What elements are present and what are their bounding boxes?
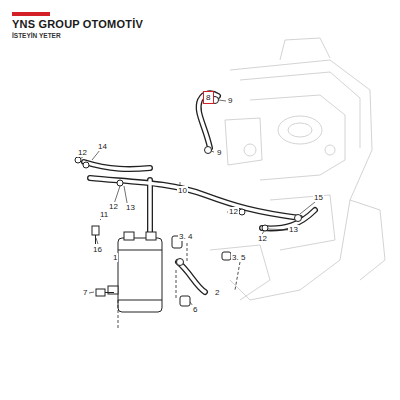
callout-number: 8 (206, 93, 211, 102)
logo-bar (12, 12, 50, 16)
callout-number: 16 (92, 245, 103, 254)
bolts (92, 226, 231, 306)
callout-number: 6 (192, 305, 198, 314)
callout-number: 13 (125, 203, 136, 212)
highlight-callout-box: 8 (203, 91, 214, 104)
brand-slogan: İSTEYİN YETER (12, 32, 61, 39)
callout-number: 15 (313, 193, 324, 202)
brand-title: YNS GROUP OTOMOTİV (12, 18, 143, 30)
dashed-guides (118, 238, 240, 330)
callout-number: 14 (97, 142, 108, 151)
callout-number: 9 (227, 96, 233, 105)
callout-number: 12 (77, 148, 88, 157)
callout-number: 3. 5 (231, 253, 246, 262)
engine-outline (210, 38, 385, 300)
oil-cooler (108, 232, 162, 312)
clamps (75, 97, 302, 266)
callout-number: 1 (112, 253, 118, 262)
callout-number: 9 (216, 148, 222, 157)
callout-number: 13 (288, 225, 299, 234)
callout-number: 2 (214, 288, 220, 297)
callout-number: 11 (99, 210, 109, 219)
leader-lines (80, 100, 315, 306)
callout-number: 7 (82, 288, 88, 297)
callout-number: 12 (108, 202, 119, 211)
callout-number: 3. 4 (178, 232, 193, 241)
callout-number: 12 (257, 234, 268, 243)
callout-number: 10 (177, 186, 188, 195)
callout-number: 12 (228, 207, 239, 216)
